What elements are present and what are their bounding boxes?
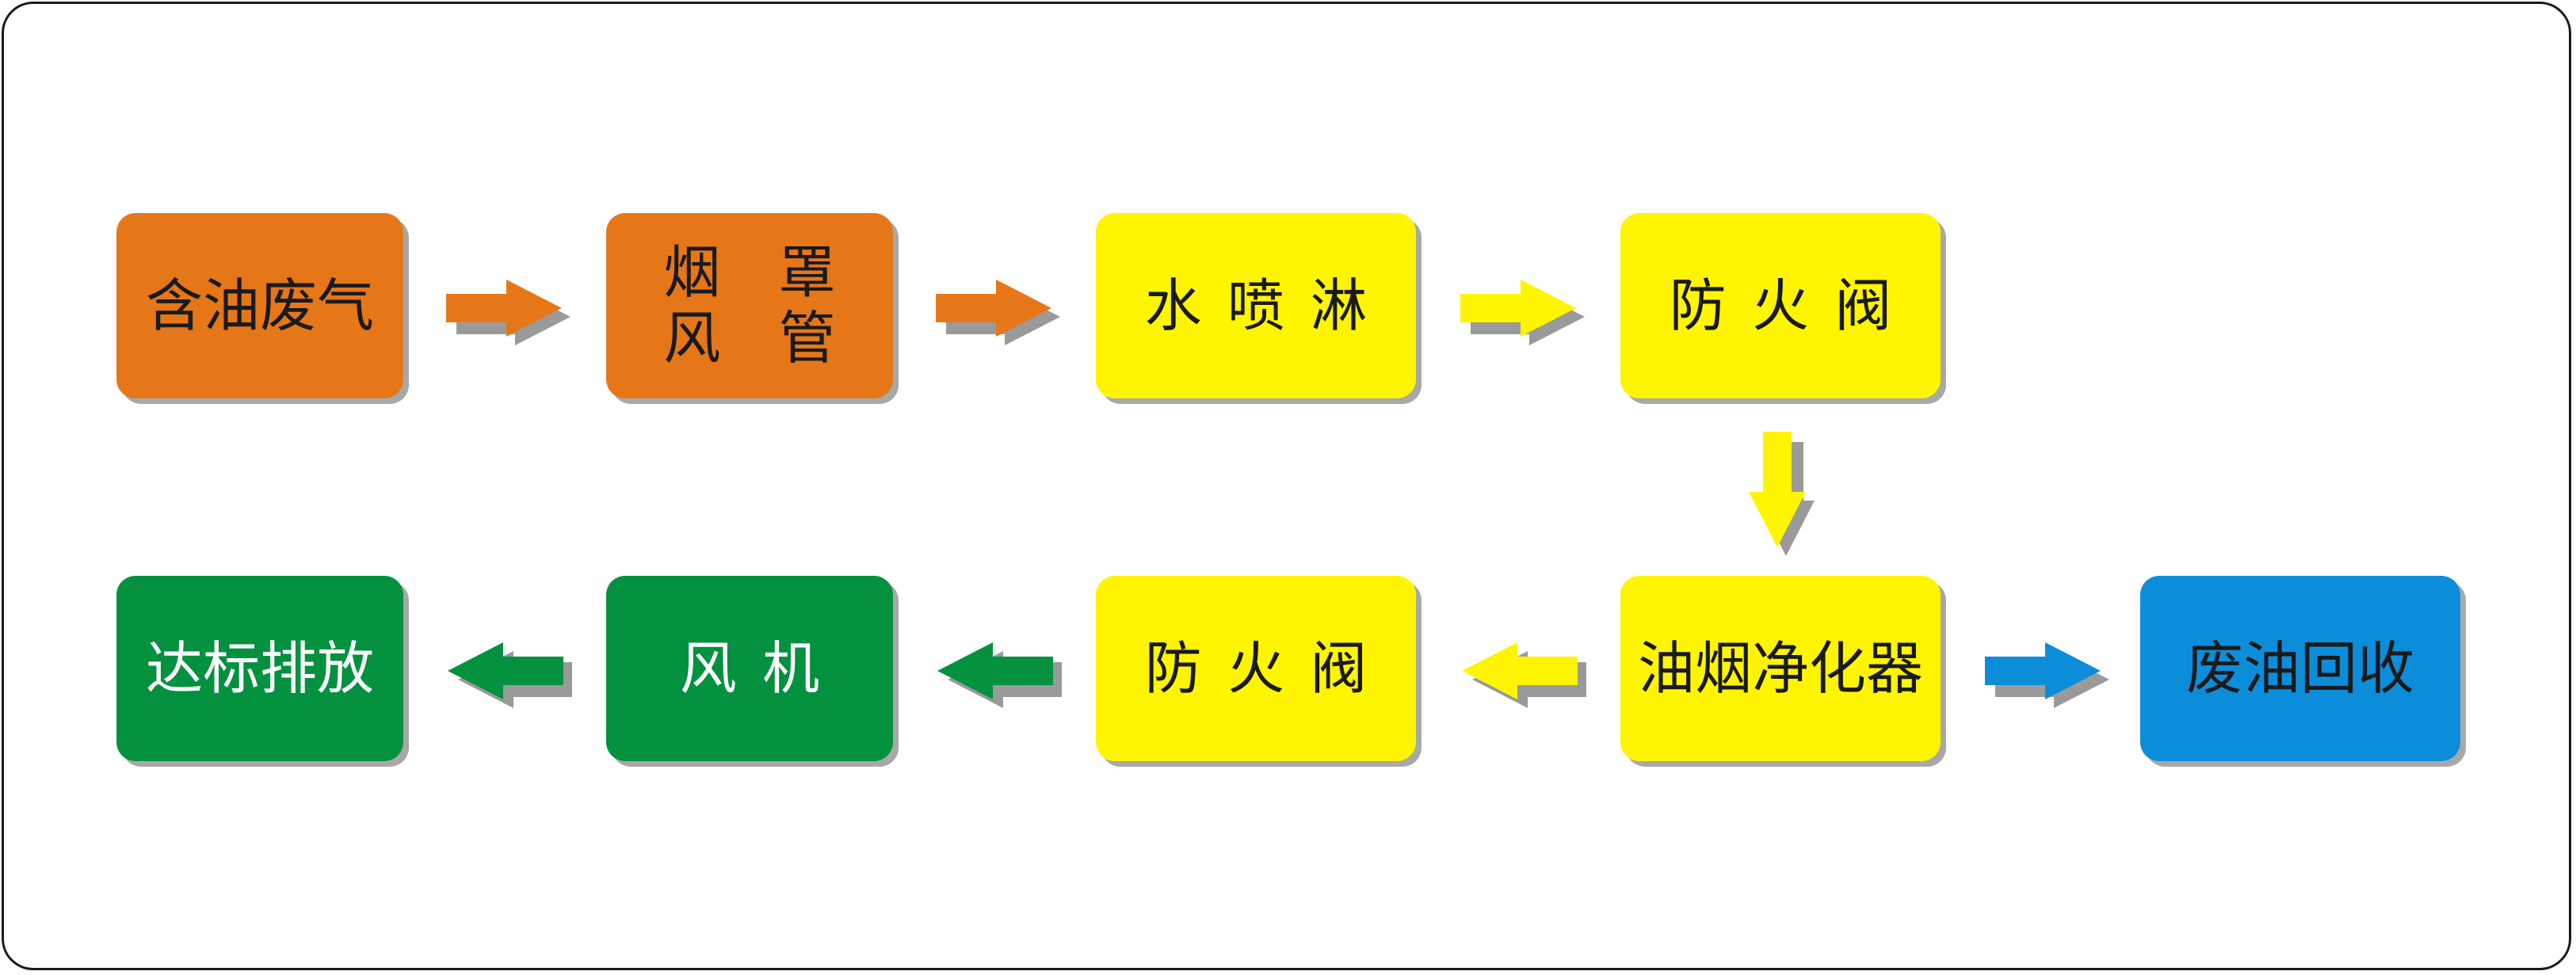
arrow-fire-valve-to-purifier <box>1749 432 1815 556</box>
node-discharge: 达标排放 <box>116 576 403 761</box>
node-fire-valve-1: 防火阀 <box>1620 213 1941 398</box>
arrow-water-spray-to-fire-valve <box>1460 280 1585 345</box>
node-fire-valve-2: 防火阀 <box>1096 576 1416 761</box>
node-fan: 风机 <box>606 576 893 761</box>
arrow-purifier-to-fire-valve-2 <box>1462 642 1586 708</box>
node-oil-recovery: 废油回收 <box>2140 576 2460 761</box>
arrow-fire-valve-2-to-fan <box>937 642 1062 708</box>
arrow-purifier-to-oil-recovery <box>1985 642 2109 708</box>
arrow-fan-to-discharge <box>448 642 572 708</box>
arrow-waste-gas-to-hood-duct <box>446 280 571 345</box>
arrow-hood-duct-to-water-spray <box>936 280 1060 345</box>
node-waste-gas: 含油废气 <box>116 213 403 398</box>
node-hood-duct: 烟 罩 风 管 <box>606 213 893 398</box>
node-purifier: 油烟净化器 <box>1620 576 1941 761</box>
node-water-spray: 水喷淋 <box>1096 213 1416 398</box>
